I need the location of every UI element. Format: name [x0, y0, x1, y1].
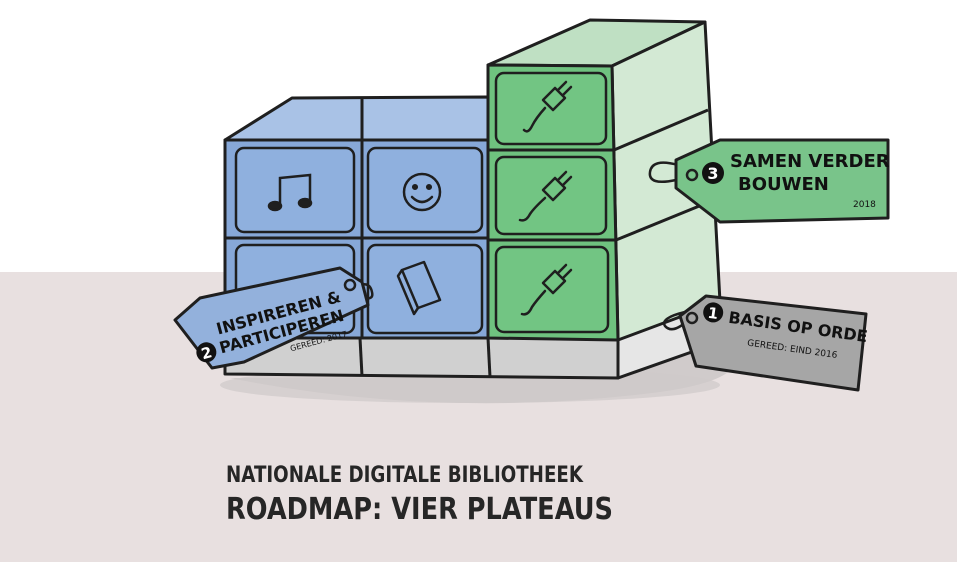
plug-icon: [522, 80, 573, 133]
plug-icon: [518, 170, 573, 222]
tag-inspireren-number: 2: [199, 343, 214, 363]
book-icon: [396, 260, 442, 316]
plug-icon: [520, 263, 573, 316]
tag-samen-number: 3: [707, 164, 718, 183]
music-note-icon: [267, 173, 313, 212]
smiley-icon: [402, 172, 442, 212]
title-line-1: NATIONALE DIGITALE BIBLIOTHEEK: [226, 463, 584, 488]
tag-basis-number: 1: [707, 304, 720, 323]
tag-samen-label-2: BOUWEN: [738, 174, 829, 195]
tag-basis: 1 BASIS OP ORDE GEREED: EIND 2016: [662, 294, 869, 392]
tag-samen-date: 2018: [853, 200, 876, 210]
tag-samen-label-1: SAMEN VERDER: [730, 151, 890, 172]
tag-samen: 3 SAMEN VERDER BOUWEN 2018: [648, 138, 890, 224]
title-line-2: ROADMAP: VIER PLATEAUS: [226, 492, 613, 527]
